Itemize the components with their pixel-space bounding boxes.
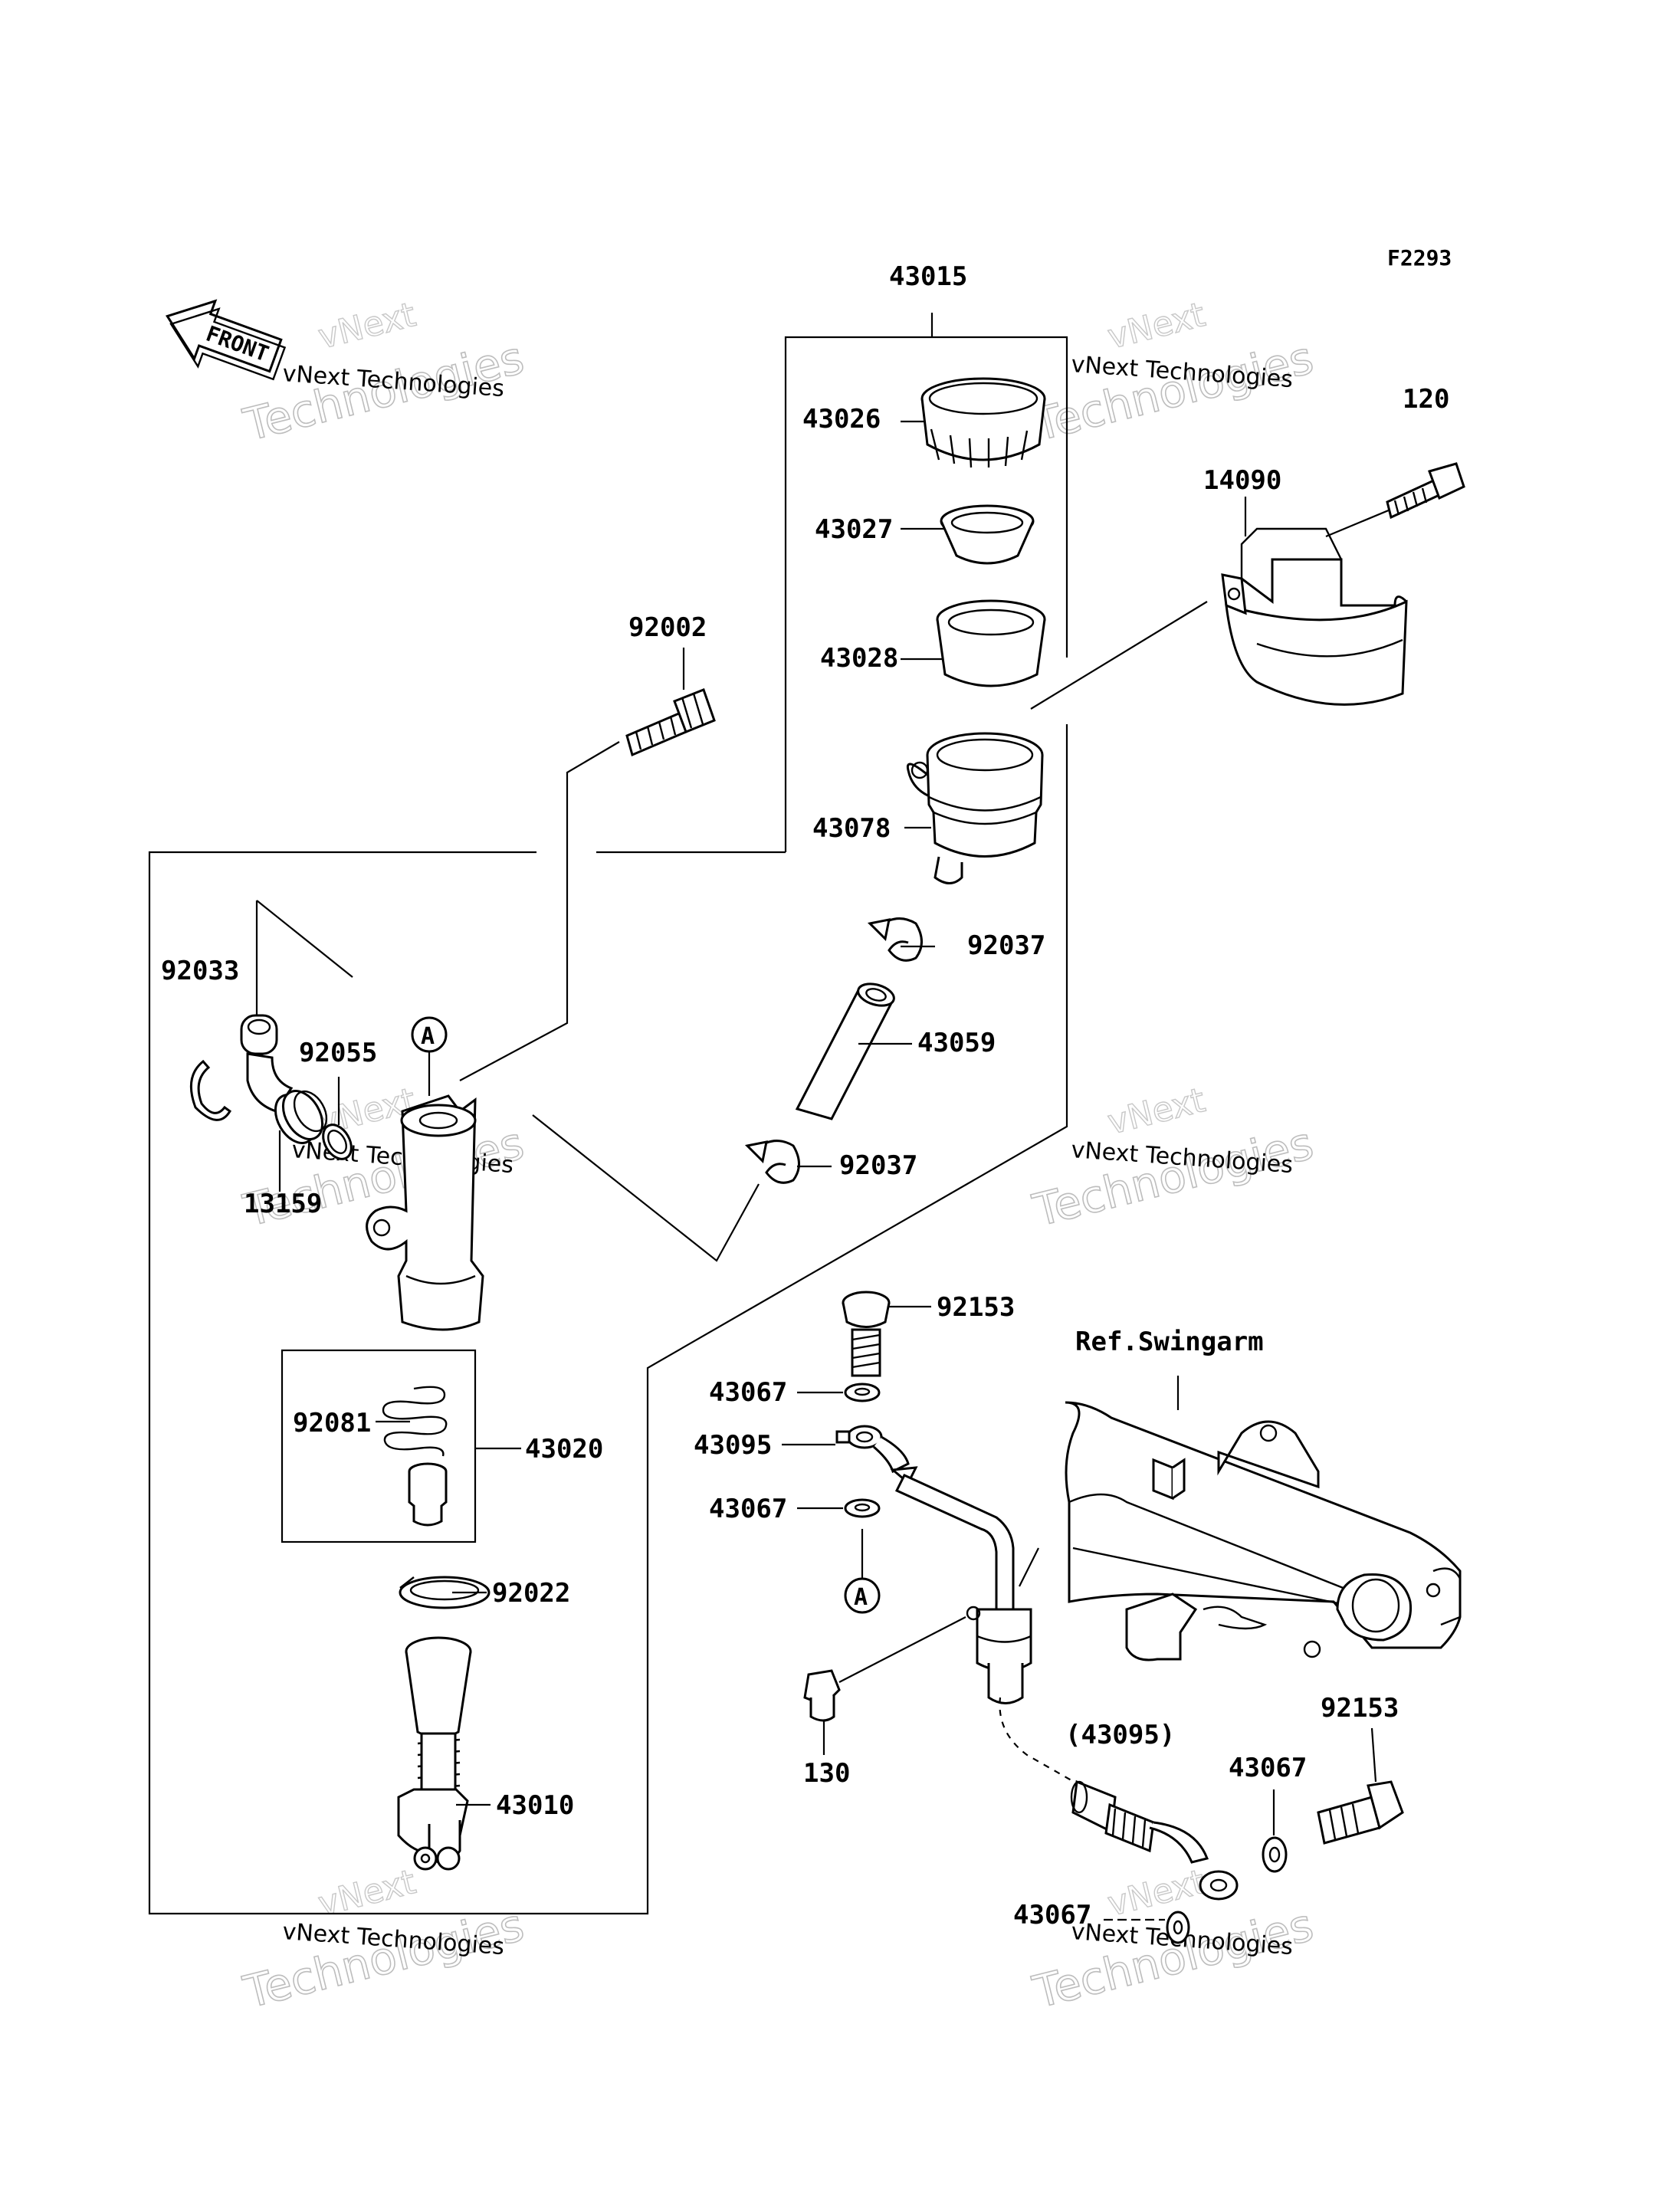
callout-43095-paren: (43095): [1065, 1720, 1175, 1750]
banjo-fitting: [240, 1014, 328, 1144]
master-cylinder-body: [366, 1094, 484, 1331]
banjo-bolt-top: [842, 1291, 891, 1377]
washer-43067-b: [844, 1498, 881, 1579]
watermark-brand: vNext: [1104, 1081, 1209, 1143]
hose-clip-bottom: [744, 1140, 800, 1184]
watermark-mid-right: vNext Technologies vNext Technologies: [1027, 1080, 1319, 1237]
watermark-bottom-left: vNext Technologies vNext Technologies: [238, 1862, 530, 2019]
watermark-brand: vNext: [1104, 295, 1209, 357]
hose-clip-top: [867, 917, 923, 962]
diaphragm: [936, 599, 1046, 687]
callout-43026: 43026: [802, 404, 881, 435]
callout-120: 120: [1403, 384, 1449, 415]
callout-92033: 92033: [161, 956, 239, 986]
washer-43067-d: [1104, 1911, 1190, 1944]
callout-43095: 43095: [694, 1430, 772, 1461]
reservoir-hose: [795, 982, 895, 1120]
clutch-hose-lower: [1070, 1779, 1239, 1901]
watermark-brand: vNext: [1104, 1862, 1209, 1924]
callout-92037-bottom: 92037: [839, 1150, 917, 1181]
snap-ring-92022: [399, 1576, 491, 1609]
washer-43067-a: [844, 1383, 881, 1402]
callout-92037-top: 92037: [967, 930, 1045, 961]
callout-labels: 43015 43026 43027 43028 43078 92037 4305…: [161, 261, 1449, 1930]
callout-92055: 92055: [299, 1038, 377, 1068]
marker-a-top: A: [411, 1016, 448, 1096]
diaphragm-plate: [940, 504, 1035, 565]
callout-92153-top: 92153: [937, 1292, 1015, 1323]
callout-43078: 43078: [812, 813, 891, 844]
watermark-brand: vNext: [314, 295, 419, 357]
callout-14090: 14090: [1203, 465, 1281, 496]
assembly-frame: [148, 313, 1419, 1915]
clutch-hose: [835, 1425, 1032, 1704]
callout-130: 130: [803, 1758, 850, 1789]
o-ring-92055: [322, 1123, 353, 1160]
bolt-120: [1386, 462, 1465, 520]
callout-43067-c: 43067: [1229, 1753, 1307, 1783]
callout-43020: 43020: [525, 1434, 603, 1465]
bolt-92002: [625, 688, 716, 757]
reservoir-bracket: [1221, 527, 1408, 706]
push-rod: [397, 1636, 472, 1871]
banjo-bolt-bottom: [1317, 1727, 1404, 1845]
callout-43059: 43059: [917, 1028, 996, 1058]
callout-92081: 92081: [293, 1408, 371, 1438]
callout-13159: 13159: [244, 1189, 322, 1219]
bolt-130: [803, 1616, 966, 1755]
callout-92022: 92022: [492, 1578, 570, 1609]
piston-kit-box: [281, 1349, 521, 1543]
washer-43067-c: [1262, 1836, 1288, 1873]
callout-92153-bottom: 92153: [1321, 1693, 1399, 1724]
callout-43010: 43010: [496, 1790, 574, 1821]
swingarm-reference: [1065, 1376, 1462, 1661]
watermark-brand: vNext: [314, 1862, 419, 1924]
callout-92002: 92002: [628, 612, 707, 643]
reference-swingarm: Ref.Swingarm: [1075, 1327, 1264, 1357]
callout-43067-d: 43067: [1013, 1900, 1091, 1930]
reservoir-cap: [920, 377, 1046, 468]
watermark-top-right: vNext Technologies vNext Technologies: [1027, 294, 1319, 451]
callout-leaders: [278, 420, 1275, 1835]
svg-text:A: A: [421, 1023, 435, 1050]
figure-code: F2293: [1387, 245, 1452, 271]
front-arrow-icon: FRONT: [166, 299, 287, 381]
watermark-top-left: vNext Technologies vNext Technologies: [238, 294, 530, 451]
callout-43015: 43015: [889, 261, 967, 292]
callout-43027: 43027: [815, 514, 893, 545]
reservoir-tank: [906, 732, 1044, 884]
circlip-92033: [189, 1059, 231, 1121]
callout-43028: 43028: [820, 643, 898, 674]
callout-43067-a: 43067: [709, 1377, 787, 1408]
marker-a-bottom: A: [844, 1577, 881, 1614]
callout-43067-b: 43067: [709, 1494, 787, 1524]
svg-text:A: A: [854, 1584, 868, 1611]
